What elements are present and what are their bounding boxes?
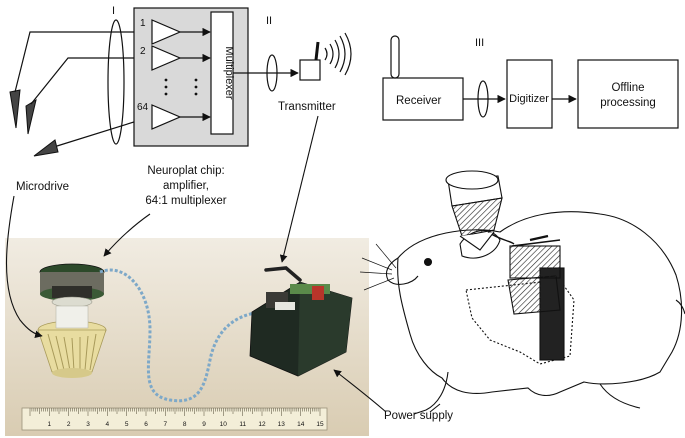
microdrive-photo	[37, 305, 107, 378]
channel-label-2: 2	[140, 46, 146, 57]
radio-wave-icon	[324, 32, 352, 76]
neuroplat-label-1: Neuroplat chip:	[147, 165, 224, 177]
transmitter-label: Transmitter	[278, 101, 336, 113]
amplifier-2	[151, 45, 182, 71]
receiver-box	[382, 77, 464, 121]
rat-eye	[423, 257, 433, 267]
neuroplat-arrow	[103, 213, 151, 257]
rat-jacket	[465, 279, 575, 365]
callout-arrows	[5, 115, 387, 413]
power-connector	[312, 286, 324, 300]
transmitter-arrow	[279, 115, 319, 263]
offline-processing-label-2: processing	[600, 97, 656, 109]
ruler-number: 15	[316, 421, 324, 428]
rat-backpack-transmitter	[509, 245, 561, 279]
electrode-1	[9, 89, 21, 129]
cable-bundle-I	[107, 19, 125, 145]
amplifier-1	[151, 19, 182, 45]
transmitter-box	[299, 59, 321, 81]
ruler-number: 2	[67, 421, 71, 428]
electrode-wires	[14, 27, 151, 147]
ruler-number: 11	[239, 421, 246, 428]
cable-bundle-II	[266, 54, 278, 92]
ruler-number: 1	[47, 421, 51, 428]
headstage	[39, 263, 105, 308]
photo-antenna	[264, 266, 302, 282]
amplifiers	[151, 19, 182, 130]
ruler-number: 4	[105, 421, 109, 428]
label-roman-III: III	[475, 37, 484, 49]
ruler-number: 3	[86, 421, 90, 428]
receiver-label: Receiver	[396, 95, 442, 107]
block-diagram: I 1 2 64 Multiplexer II	[9, 5, 679, 157]
rat-illustration	[359, 170, 685, 415]
rat-tail	[675, 299, 685, 315]
power-supply-label: Power supply	[384, 410, 453, 422]
label-roman-II: II	[266, 15, 272, 27]
rat-front-leg	[413, 371, 449, 415]
ruler-number: 6	[144, 421, 148, 428]
digitizer-box	[506, 59, 553, 129]
channel-label-64: 64	[137, 102, 149, 113]
neuroplat-label-2: amplifier,	[163, 180, 209, 192]
ruler-number: 14	[297, 421, 305, 428]
twisted-cable	[99, 268, 263, 403]
rat-hind-leg	[599, 383, 641, 409]
rat-body-outline	[397, 211, 683, 397]
neuroplat-label-3: 64:1 multiplexer	[145, 195, 226, 207]
power-supply-arrow	[333, 369, 387, 413]
ruler-number: 10	[220, 421, 228, 428]
ruler-number: 8	[183, 421, 187, 428]
electrode-3	[33, 139, 59, 157]
cable-bundle-III	[477, 80, 489, 118]
rat-whiskers	[359, 243, 397, 291]
receiver-antenna	[390, 35, 400, 79]
electrode-2	[25, 98, 37, 135]
power-supply-photo	[249, 266, 353, 377]
rat-head-microdrive	[445, 170, 503, 251]
microdrive-label: Microdrive	[16, 181, 69, 193]
channel-label-1: 1	[140, 18, 146, 29]
ruler-number: 13	[278, 421, 286, 428]
ruler-number: 7	[163, 421, 167, 428]
multiplexer-label: Multiplexer	[223, 46, 235, 100]
electrode-cones	[9, 89, 59, 157]
ruler-number: 5	[125, 421, 129, 428]
label-roman-I: I	[112, 5, 115, 17]
ruler-number: 9	[202, 421, 206, 428]
amplifier-64	[151, 104, 182, 130]
offline-processing-box	[577, 59, 679, 129]
microdrive-arrow	[5, 195, 43, 339]
ruler-number: 12	[258, 421, 266, 428]
amplifier-ellipsis	[164, 78, 198, 96]
transmitter-antenna	[314, 41, 320, 61]
offline-processing-label-1: Offline	[611, 82, 644, 94]
digitizer-label: Digitizer	[509, 93, 549, 105]
